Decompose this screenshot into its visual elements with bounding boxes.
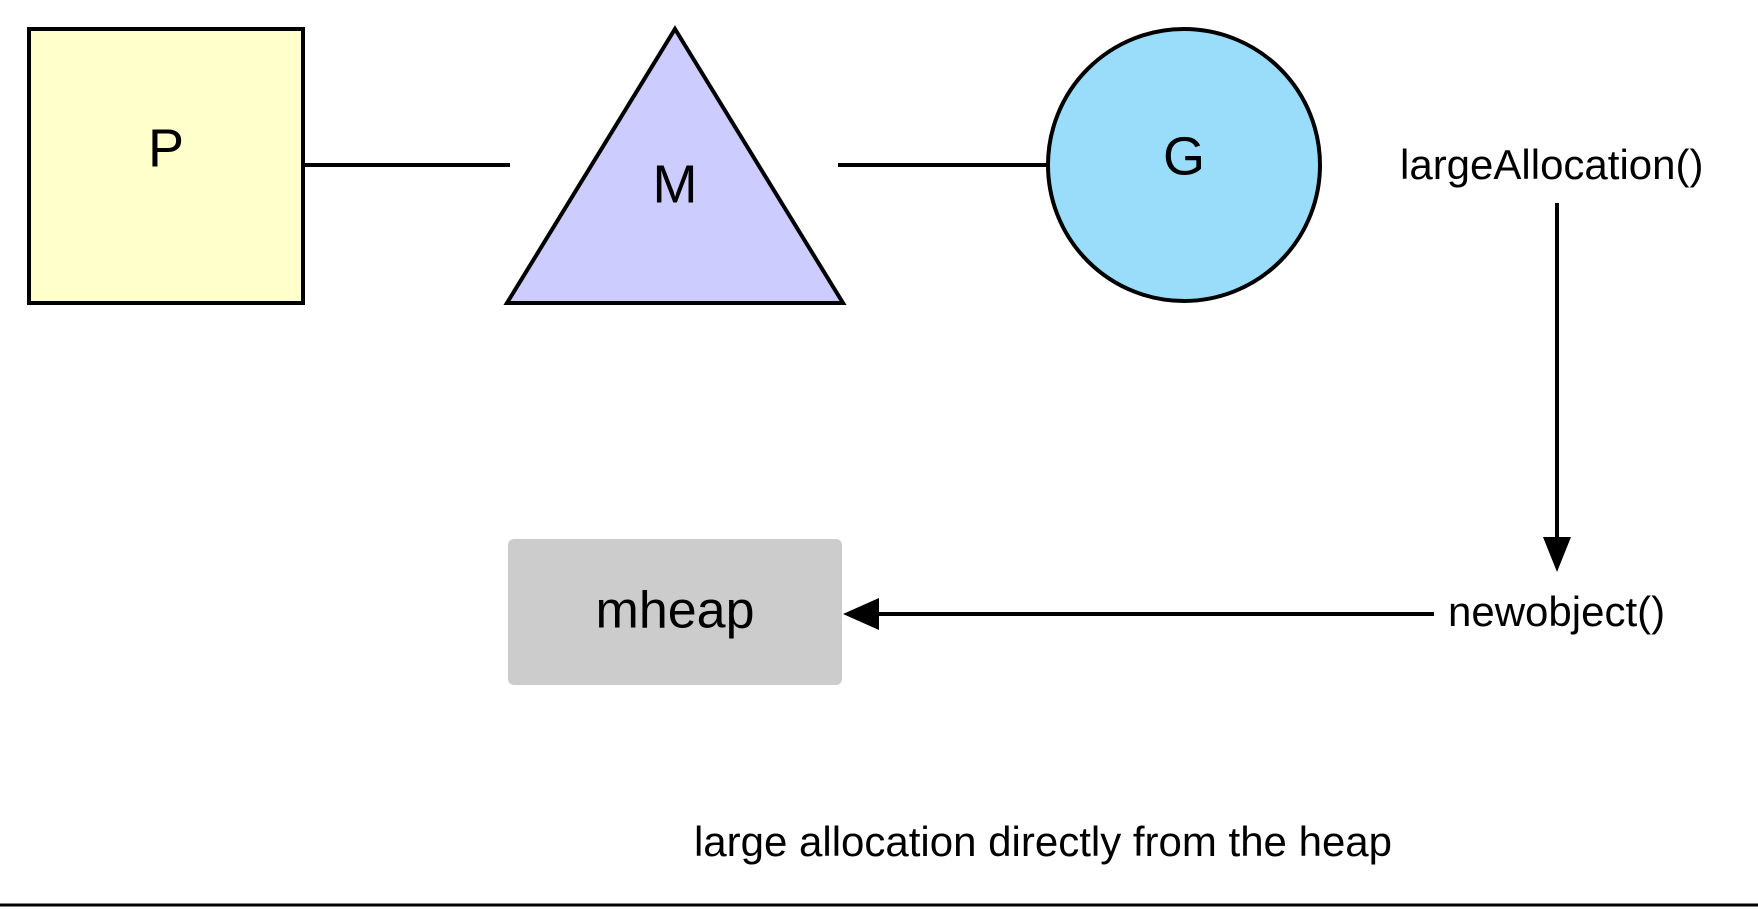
node-g-shape[interactable] <box>1046 27 1322 303</box>
node-mheap-shape[interactable] <box>508 539 842 685</box>
node-p-shape[interactable] <box>27 27 305 305</box>
node-m-shape[interactable] <box>503 25 847 305</box>
node-g-label: G <box>1163 126 1205 186</box>
diagram-caption: large allocation directly from the heap <box>694 818 1392 865</box>
node-p-label: P <box>148 118 184 178</box>
newobject-label: newobject() <box>1448 588 1665 635</box>
arrow-large-allocation-to-newobject-head <box>1543 537 1571 572</box>
arrow-newobject-to-mheap-head <box>843 598 879 630</box>
node-mheap-label: mheap <box>596 582 755 640</box>
large-allocation-label: largeAllocation() <box>1400 141 1703 188</box>
node-m-label: M <box>653 154 698 214</box>
